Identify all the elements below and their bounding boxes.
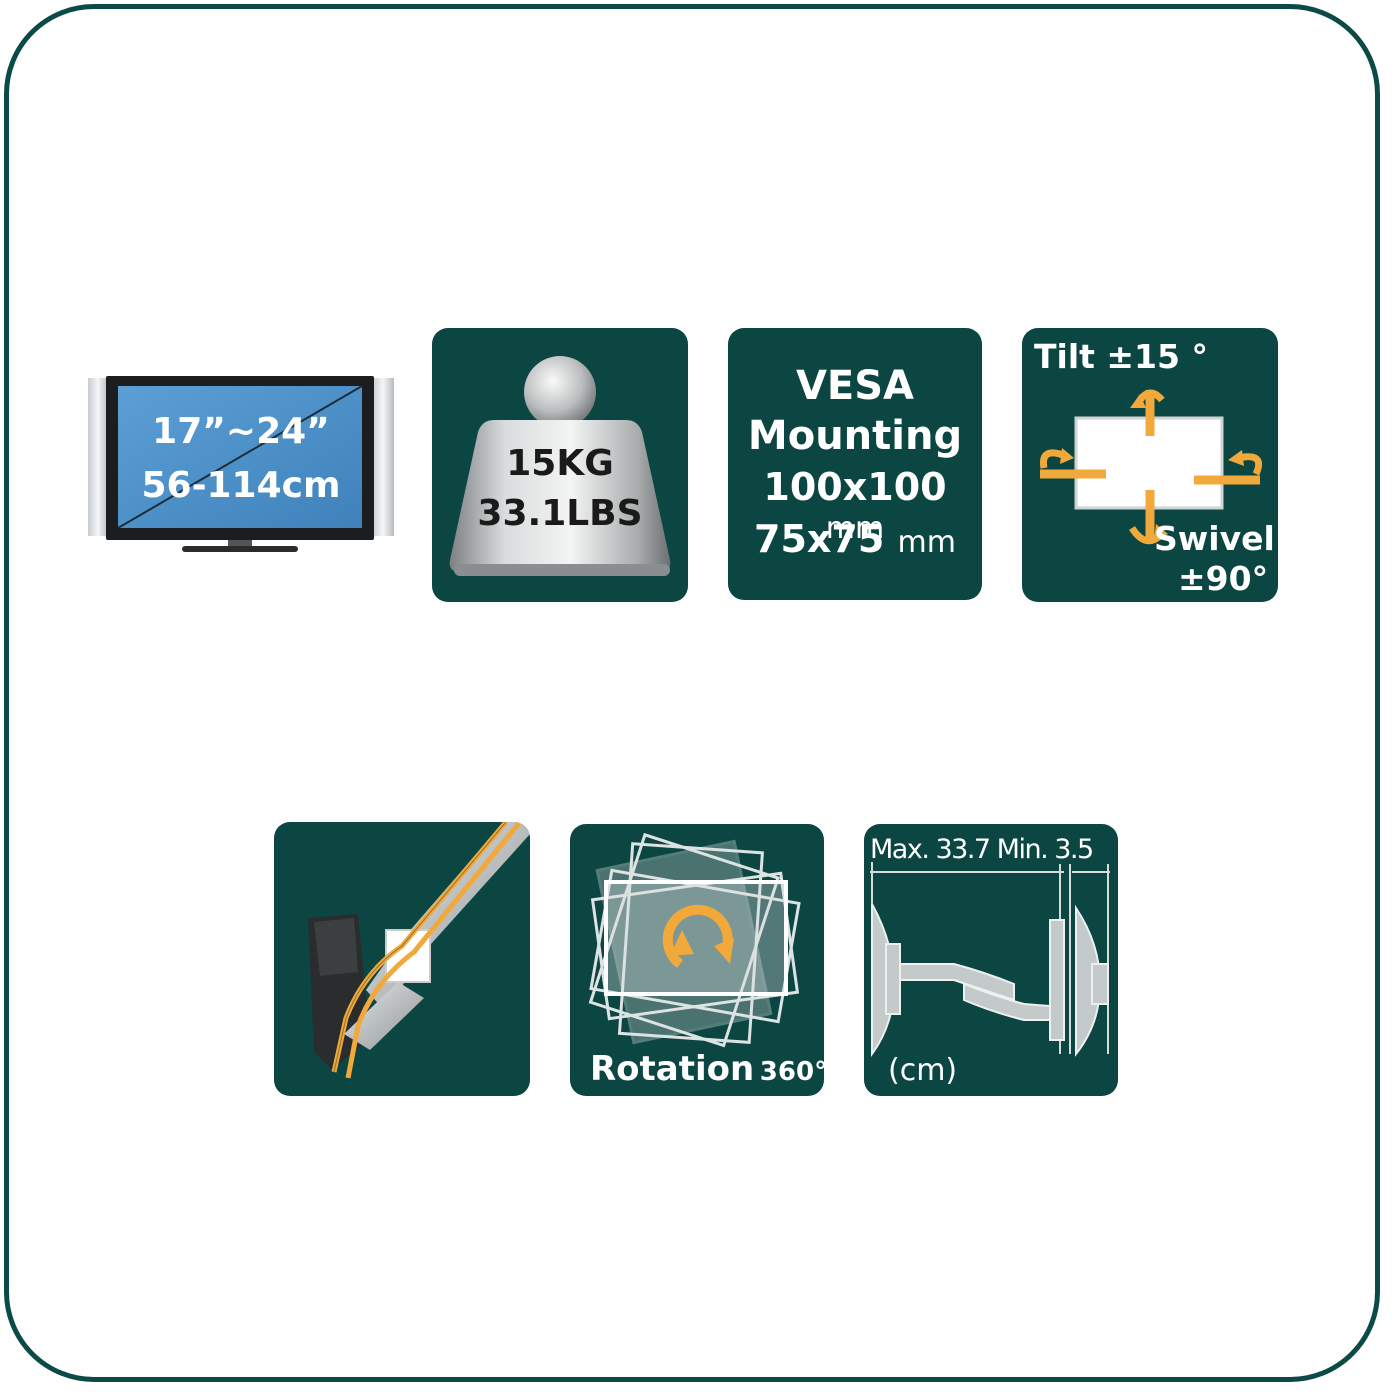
tilt-swivel-icon [1039, 389, 1263, 545]
page-frame [4, 4, 1380, 1382]
weight-kg: 15KG [506, 443, 614, 484]
rotation-text: Rotation [590, 1049, 755, 1089]
tilt-swivel-tile: Tilt ±15 ° Swivel ±90° [1022, 328, 1278, 602]
rotation-tile: Rotation 360° [570, 824, 824, 1096]
vesa-title-1: VESA [795, 363, 915, 409]
vesa-size-2-row: 75x75 mm [728, 520, 982, 558]
vesa-unit-1: mm [825, 511, 885, 546]
vesa-size-2: 75x75 [754, 517, 885, 561]
cable-management-tile [274, 822, 530, 1096]
tv-size-icon: 17”~24” 56-114cm [88, 376, 394, 554]
extension-diagram [870, 862, 1110, 1058]
vesa-tile: VESA Mounting 100x100 mm 75x75 mm [728, 328, 982, 600]
extension-tile: Max. 33.7 Min. 3.5 (cm) [864, 824, 1118, 1096]
vesa-title-2: Mounting [747, 413, 963, 459]
extension-header: Max. 33.7 Min. 3.5 [870, 834, 1094, 865]
vesa-size-1: 100x100 [763, 465, 947, 509]
arm-cable-icon [308, 822, 530, 1079]
tilt-label: Tilt ±15 ° [1034, 337, 1208, 376]
extension-unit: (cm) [888, 1053, 958, 1088]
weight-icon [449, 356, 671, 576]
weight-capacity-tile: 15KG 33.1LBS [432, 328, 688, 602]
swivel-value: ±90° [1178, 559, 1269, 598]
vesa-size-1-row: 100x100 mm [728, 468, 982, 544]
rotation-value: 360° [759, 1057, 824, 1087]
rotation-label: Rotation 360° [590, 1052, 824, 1086]
tv-size-cm: 56-114cm [141, 465, 341, 506]
weight-lbs: 33.1LBS [477, 493, 643, 534]
swivel-label: Swivel [1154, 519, 1275, 558]
tv-size-inch: 17”~24” [152, 411, 330, 452]
vesa-unit-2: mm [897, 525, 956, 560]
rotation-icon [588, 832, 801, 1048]
